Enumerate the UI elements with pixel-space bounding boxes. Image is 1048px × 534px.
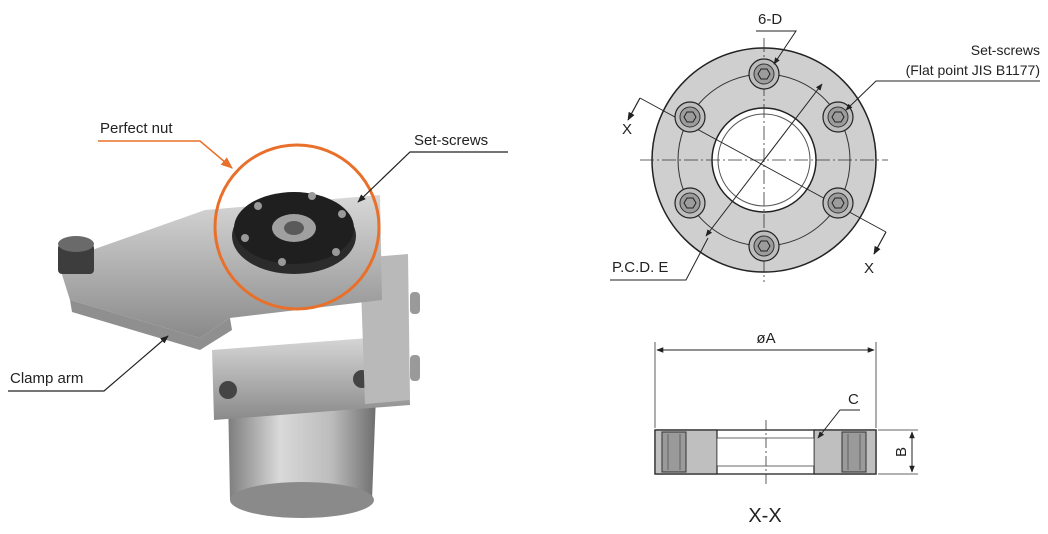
- pcd-dimension-line: [705, 83, 823, 237]
- set-screw-hole: [674, 101, 706, 133]
- perfect-nut-leader: [98, 140, 233, 169]
- nut-screw-hole: [278, 258, 286, 266]
- cylinder-bottom: [230, 482, 374, 518]
- chamfer-label: C: [848, 391, 859, 408]
- port-upper: [410, 292, 420, 314]
- clamp-arm-leader: [8, 335, 169, 392]
- holes-leader: [756, 30, 797, 65]
- nut-screw-hole: [241, 234, 249, 242]
- perfect-nut-highlight-circle: [213, 143, 381, 311]
- nut-screw-hole: [332, 248, 340, 256]
- section-mark-bottom: X: [864, 260, 874, 277]
- section-title: X-X: [748, 505, 781, 527]
- section-mark-top: X: [622, 121, 632, 138]
- nut-screw-hole: [338, 210, 346, 218]
- section-screw-left: [661, 431, 687, 473]
- set-screws-spec-line2: (Flat point JIS B1177): [906, 62, 1040, 78]
- set-screws-spec-line1: Set-screws: [971, 42, 1040, 58]
- set-screw-hole: [822, 101, 854, 133]
- arm-tip-bolt: [58, 244, 94, 274]
- flange-bolt-left: [219, 381, 237, 399]
- front-view: 6-D Set-screws (Flat point JIS B1177) X …: [610, 11, 1040, 282]
- section-view: øA C B X-X: [654, 330, 918, 527]
- set-screw-hole: [674, 187, 706, 219]
- section-arrow-bottom: [873, 231, 887, 255]
- pcd-leader: [610, 237, 709, 281]
- set-screw-hole: [822, 187, 854, 219]
- arm-tip-bolt-top: [58, 236, 94, 252]
- set-screw-hole: [748, 230, 780, 262]
- section-arrow-top: [627, 97, 641, 121]
- nut-screw-hole: [254, 202, 262, 210]
- holes-label: 6-D: [758, 11, 782, 28]
- port-lower: [410, 355, 420, 381]
- cylinder-body: [228, 395, 376, 513]
- clamp-arm-label: Clamp arm: [10, 370, 83, 387]
- diameter-label: øA: [756, 330, 775, 347]
- flange-block: [212, 335, 410, 420]
- set-screws-photo-label: Set-screws: [414, 132, 488, 149]
- photo-callouts: Perfect nut Set-screws Clamp arm: [8, 120, 508, 392]
- perfect-nut-label: Perfect nut: [100, 120, 173, 137]
- set-screws-photo-leader: [357, 151, 508, 203]
- set-screw-hole: [748, 58, 780, 90]
- nut-hex-socket: [284, 221, 304, 235]
- clamp-photo: [58, 143, 420, 518]
- set-screws-spec-leader: [845, 80, 1040, 111]
- chamfer-leader: [817, 409, 860, 439]
- pcd-label: P.C.D. E: [612, 259, 668, 276]
- section-screw-right: [841, 431, 867, 473]
- nut-screw-hole: [308, 192, 316, 200]
- clamp-arm-edge: [70, 300, 232, 350]
- section-bore: [716, 437, 815, 467]
- height-label: B: [893, 447, 910, 457]
